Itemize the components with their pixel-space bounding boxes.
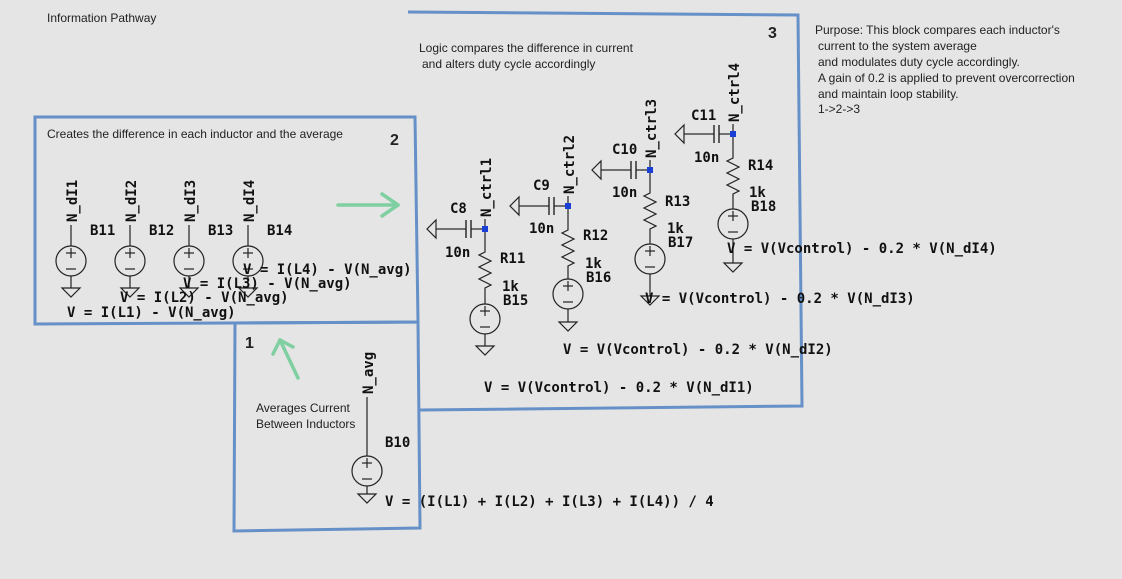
c8-name: C8: [450, 201, 467, 217]
net-label-n-ctrl1: N_ctrl1: [479, 158, 495, 217]
source-b12: B12: [114, 223, 174, 298]
b17-expr: V = V(Vcontrol) - 0.2 * V(N_dI3): [645, 291, 915, 307]
b14-name: B14: [267, 223, 292, 239]
b16-name: B16: [586, 270, 611, 286]
control-leg-4: C11 10n R14 1k B18: [674, 108, 776, 273]
r12-name: R12: [583, 228, 608, 244]
r12-value: 1k: [585, 256, 602, 272]
b15-expr: V = V(Vcontrol) - 0.2 * V(N_dI1): [484, 380, 754, 396]
net-label-n-di2: N_dI2: [124, 180, 140, 222]
source-b13: B13: [173, 223, 233, 298]
net-label-n-ctrl2: N_ctrl2: [562, 135, 578, 194]
purpose-line-5: and maintain loop stability.: [818, 87, 959, 101]
c10-name: C10: [612, 142, 637, 158]
flow-arrow-2-to-3: [336, 192, 400, 218]
purpose-line-4: A gain of 0.2 is applied to prevent over…: [818, 71, 1075, 85]
net-label-n-ctrl3: N_ctrl3: [644, 99, 660, 158]
c11-value: 10n: [694, 150, 719, 166]
c8-value: 10n: [445, 245, 470, 261]
source-b11: B11: [55, 223, 115, 298]
block-3-note-line-2: and alters duty cycle accordingly: [422, 57, 595, 71]
purpose-line-3: and modulates duty cycle accordingly.: [818, 55, 1020, 69]
r11-name: R11: [500, 251, 525, 267]
purpose-line-6: 1->2->3: [818, 102, 860, 116]
control-leg-1: C8 10n R11 1k B15: [426, 201, 528, 356]
r13-value: 1k: [667, 221, 684, 237]
purpose-line-2: current to the system average: [818, 39, 977, 53]
b10-name: B10: [385, 435, 410, 451]
source-b14: B14: [232, 223, 292, 298]
b18-expr: V = V(Vcontrol) - 0.2 * V(N_dI4): [727, 241, 997, 257]
net-label-n-ctrl4: N_ctrl4: [727, 63, 743, 122]
node-dot-ctrl2: [565, 203, 571, 209]
diagram-title: Information Pathway: [47, 11, 156, 25]
block-1-note-line-1: Averages Current: [256, 401, 350, 415]
net-label-n-di3: N_dI3: [183, 180, 199, 222]
block-3-outline: [407, 10, 804, 412]
node-dot-ctrl3: [647, 167, 653, 173]
flow-arrow-1-to-2: [271, 338, 300, 380]
b14-expr: V = I(L4) - V(N_avg): [243, 262, 412, 278]
node-dot-ctrl4: [730, 131, 736, 137]
b18-name: B18: [751, 199, 776, 215]
net-label-n-avg: N_avg: [361, 352, 377, 394]
b12-name: B12: [149, 223, 174, 239]
block-1-outline: [232, 320, 422, 533]
block-2-note: Creates the difference in each inductor …: [47, 127, 343, 141]
c9-value: 10n: [529, 221, 554, 237]
block-2-number: 2: [390, 132, 399, 149]
b13-expr: V = I(L3) - V(N_avg): [183, 276, 352, 292]
c9-name: C9: [533, 178, 550, 194]
block-1-note-line-2: Between Inductors: [256, 417, 355, 431]
b11-expr: V = I(L1) - V(N_avg): [67, 305, 236, 321]
r14-value: 1k: [749, 185, 766, 201]
net-label-n-di4: N_dI4: [242, 180, 258, 222]
block-3-number: 3: [768, 25, 777, 42]
source-b10: B10 V = (I(L1) + I(L2) + I(L3) + I(L4)) …: [351, 397, 714, 510]
c11-name: C11: [691, 108, 716, 124]
b11-name: B11: [90, 223, 115, 239]
purpose-line-1: Purpose: This block compares each induct…: [815, 23, 1060, 37]
b17-name: B17: [668, 235, 693, 251]
r14-name: R14: [748, 158, 773, 174]
b16-expr: V = V(Vcontrol) - 0.2 * V(N_dI2): [563, 342, 833, 358]
b13-name: B13: [208, 223, 233, 239]
b10-expr: V = (I(L1) + I(L2) + I(L3) + I(L4)) / 4: [385, 494, 714, 510]
r11-value: 1k: [502, 279, 519, 295]
net-label-n-di1: N_dI1: [65, 180, 81, 222]
control-leg-2: C9 10n R12 1k B16: [509, 178, 611, 332]
node-dot-ctrl1: [482, 226, 488, 232]
control-leg-3: C10 10n R13 1k B17: [591, 142, 693, 306]
b12-expr: V = I(L2) - V(N_avg): [120, 290, 289, 306]
block-3-note-line-1: Logic compares the difference in current: [419, 41, 634, 55]
b15-name: B15: [503, 293, 528, 309]
block-1-number: 1: [245, 335, 254, 352]
c10-value: 10n: [612, 185, 637, 201]
r13-name: R13: [665, 194, 690, 210]
